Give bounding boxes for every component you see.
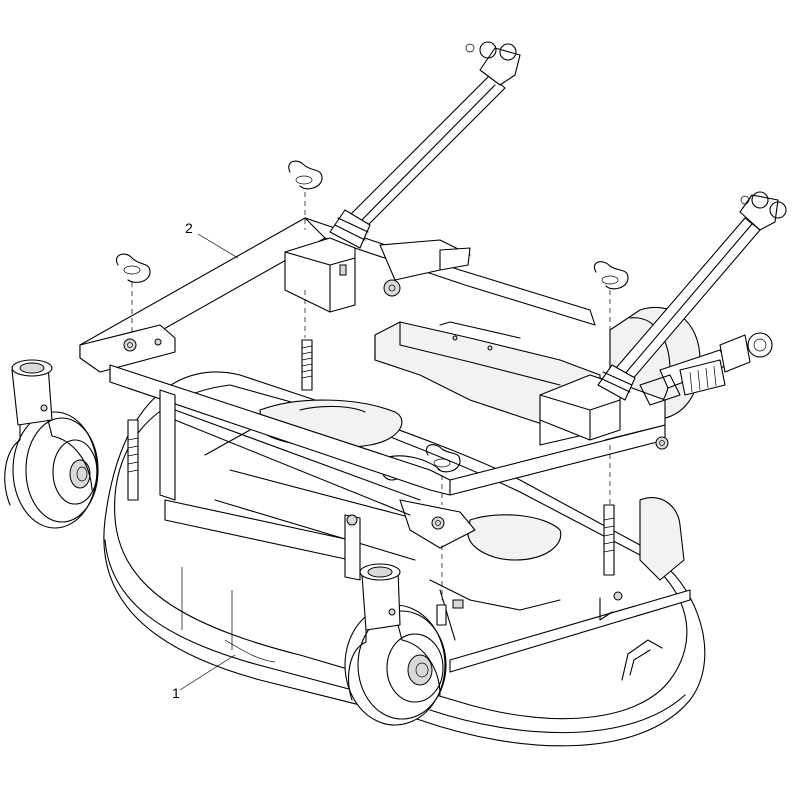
hairpin-clip (593, 261, 629, 290)
leader-line-1 (179, 654, 236, 691)
leader-line-2 (197, 233, 239, 259)
spring-pin (127, 419, 139, 501)
hitch-frame (79, 217, 691, 673)
hairpin-clip (116, 253, 151, 283)
spring-pin (301, 339, 313, 391)
hairpin-clip (288, 160, 323, 190)
caster-right (344, 563, 447, 726)
pto-shaft (639, 332, 773, 406)
hairpin-clips (116, 160, 629, 473)
hairpin-clip (425, 444, 461, 473)
caster-left (4, 359, 99, 529)
callout-2: 2 (185, 220, 193, 236)
callout-1: 1 (172, 685, 180, 701)
spring-pin (436, 604, 447, 626)
spring-pins (127, 339, 615, 626)
lift-actuator-right (597, 191, 787, 401)
spring-pin (603, 504, 615, 576)
lift-actuator-left (329, 41, 521, 297)
